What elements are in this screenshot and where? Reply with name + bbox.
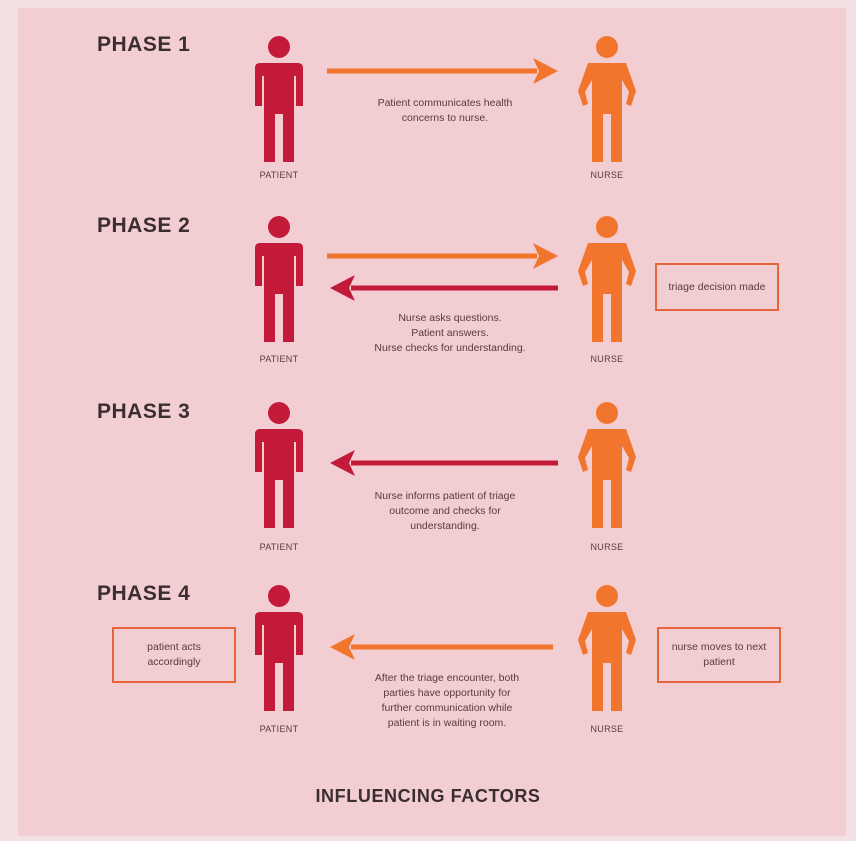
- patient-acts-box: patient acts accordingly: [112, 627, 236, 683]
- caption-line: After the triage encounter, both: [374, 672, 520, 684]
- patient-figure-phase-1: [255, 36, 303, 162]
- caption-phase-4: After the triage encounter, both parties…: [322, 671, 572, 731]
- nurse-figure-phase-4: [578, 585, 636, 711]
- caption-phase-2: Nurse asks questions. Patient answers. N…: [330, 311, 570, 356]
- diagram-panel: [18, 8, 846, 836]
- caption-phase-1: Patient communicates health concerns to …: [330, 96, 560, 126]
- patient-label-phase-2: PATIENT: [259, 354, 299, 364]
- phase-3-title: PHASE 3: [97, 400, 191, 423]
- arrow-nurse-to-patient-phase-3: [330, 450, 558, 476]
- caption-line: further communication while: [381, 702, 513, 714]
- caption-line: Nurse informs patient of triage: [374, 490, 516, 502]
- caption-line: Nurse asks questions.: [398, 312, 502, 324]
- arrow-nurse-to-patient-phase-4: [330, 634, 553, 660]
- patient-label-phase-4: PATIENT: [259, 724, 299, 734]
- phase-4-title: PHASE 4: [97, 582, 191, 605]
- nurse-figure-phase-2: [578, 216, 636, 342]
- caption-line: Patient answers.: [411, 327, 489, 339]
- phase-1-title: PHASE 1: [97, 33, 191, 56]
- caption-line: patient is in waiting room.: [387, 717, 507, 729]
- caption-line: concerns to nurse.: [401, 112, 489, 124]
- nurse-label-phase-4: NURSE: [590, 724, 624, 734]
- nurse-label-phase-1: NURSE: [590, 170, 624, 180]
- triage-decision-box: triage decision made: [655, 263, 779, 311]
- caption-line: Nurse checks for understanding.: [374, 342, 526, 354]
- patient-figure-phase-3: [255, 402, 303, 528]
- nurse-figure-phase-3: [578, 402, 636, 528]
- caption-line: parties have opportunity for: [383, 687, 511, 699]
- patient-label-phase-3: PATIENT: [259, 542, 299, 552]
- arrow-patient-to-nurse-phase-1: [327, 58, 558, 84]
- influencing-factors-heading: INFLUENCING FACTORS: [315, 786, 541, 806]
- patient-figure-phase-2: [255, 216, 303, 342]
- caption-phase-3: Nurse informs patient of triage outcome …: [325, 489, 565, 534]
- nurse-moves-box: nurse moves to next patient: [657, 627, 781, 683]
- caption-line: Patient communicates health: [377, 97, 513, 109]
- nurse-label-phase-2: NURSE: [590, 354, 624, 364]
- nurse-figure-phase-1: [578, 36, 636, 162]
- caption-line: outcome and checks for: [389, 505, 501, 517]
- arrow-nurse-to-patient-phase-2: [330, 275, 558, 301]
- patient-figure-phase-4: [255, 585, 303, 711]
- arrow-patient-to-nurse-phase-2: [327, 243, 558, 269]
- nurse-label-phase-3: NURSE: [590, 542, 624, 552]
- caption-line: understanding.: [410, 520, 480, 532]
- phase-2-title: PHASE 2: [97, 214, 191, 237]
- patient-label-phase-1: PATIENT: [259, 170, 299, 180]
